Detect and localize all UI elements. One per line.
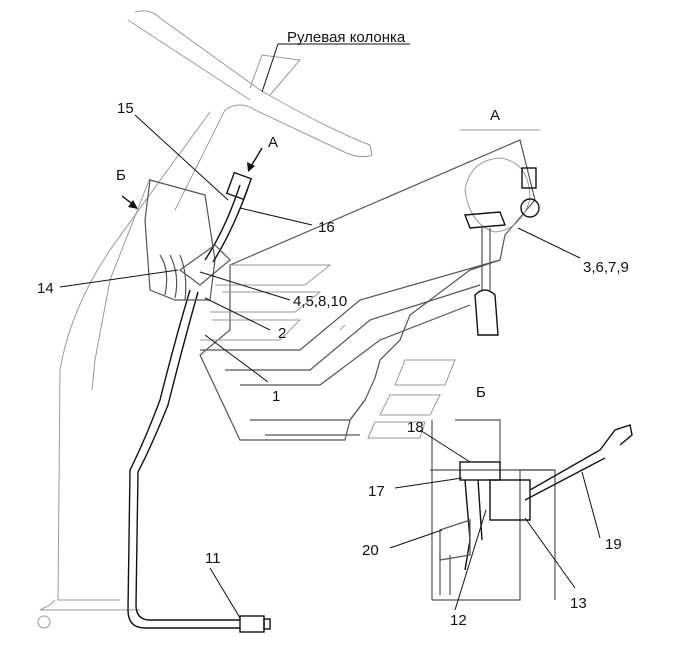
callout-18: 18: [407, 419, 424, 436]
leader-lines: [59, 43, 601, 619]
dashboard-panel: [199, 139, 536, 441]
callout-20: 20: [362, 542, 379, 559]
callout-14: 14: [37, 280, 54, 297]
view-a-detail: [460, 129, 540, 336]
callout-3-6-7-9: 3,6,7,9: [583, 259, 629, 276]
callout-13: 13: [570, 595, 587, 612]
steering-column-label: Рулевая колонка: [287, 29, 406, 46]
steering-column: [37, 10, 373, 629]
callout-4-5-8-10: 4,5,8,10: [293, 293, 348, 310]
view-b-detail: [430, 419, 633, 601]
view-b-title: Б: [476, 384, 486, 401]
callout-1: 1: [272, 388, 281, 405]
harness-main: [127, 171, 271, 633]
callout-2: 2: [278, 325, 287, 342]
callout-19: 19: [605, 536, 622, 553]
callout-11: 11: [205, 550, 221, 567]
view-a-title: А: [490, 107, 501, 124]
callout-15: 15: [117, 100, 134, 117]
view-arrows: [121, 147, 263, 209]
view-a-arrow-label: А: [268, 134, 279, 151]
callout-16: 16: [318, 219, 335, 236]
callout-17: 17: [368, 483, 385, 500]
callout-12: 12: [450, 612, 467, 629]
view-b-arrow-label: Б: [116, 167, 126, 184]
